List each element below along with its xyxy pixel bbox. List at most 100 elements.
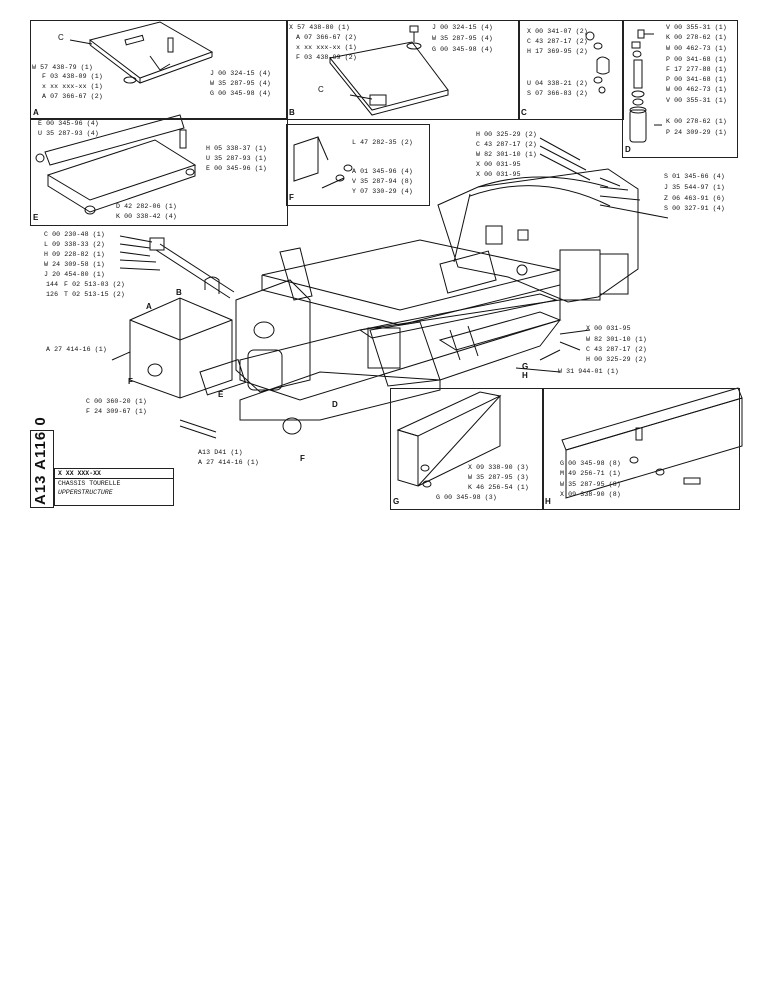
part-label: W 35 287-95 (4)	[432, 35, 493, 42]
part-label: F 02 513-03 (2)	[64, 281, 125, 288]
part-label: A 01 345-96 (4)	[352, 168, 413, 175]
callout-d: D	[332, 400, 338, 409]
part-label: M 49 256-71 (1)	[560, 470, 621, 477]
part-label: K 00 338-42 (4)	[116, 213, 177, 220]
part-label: P 00 341-68 (1)	[666, 76, 727, 83]
part-label: J 35 544-97 (1)	[664, 184, 725, 191]
part-label: G 00 345-98 (4)	[432, 46, 493, 53]
part-label: A 27 414-16 (1)	[198, 459, 259, 466]
hydraulic-tank	[129, 297, 233, 399]
part-label: V 00 355-31 (1)	[666, 97, 727, 104]
part-label: W 35 287-95 (3)	[468, 474, 529, 481]
part-label: F 24 309-67 (1)	[86, 408, 147, 415]
part-label: K 00 278-62 (1)	[666, 34, 727, 41]
sheet-code-box	[30, 430, 54, 508]
part-label: F 17 277-88 (1)	[666, 66, 727, 73]
part-label: F 03 438-09 (1)	[42, 73, 103, 80]
callout-f: F	[300, 454, 305, 463]
part-label: J 20 454-80 (1)	[44, 271, 105, 278]
panel-b-letter: B	[289, 108, 295, 117]
panel-g-letter: G	[393, 497, 400, 506]
callout-b: B	[176, 288, 182, 297]
panel-d-letter: D	[625, 145, 631, 154]
part-label: P 00 341-68 (1)	[666, 56, 727, 63]
part-label: W 82 301-10 (1)	[476, 151, 537, 158]
part-label: T 02 513-15 (2)	[64, 291, 125, 298]
part-label: W 82 301-10 (1)	[586, 336, 647, 343]
part-label: x xx xxx-xx (1)	[296, 44, 357, 51]
part-label: Z 06 463-91 (6)	[664, 195, 725, 202]
lower-frame	[239, 371, 441, 421]
part-label: C	[58, 33, 64, 42]
part-label: U 35 287-93 (4)	[38, 130, 99, 137]
part-label: 126	[46, 291, 59, 298]
callout-e: E	[218, 390, 224, 399]
part-label: X 00 031-95	[476, 161, 521, 168]
part-label: E 00 345-96 (1)	[206, 165, 267, 172]
boom-support	[235, 279, 311, 393]
part-label: P 24 309-29 (1)	[666, 129, 727, 136]
panel-h	[542, 388, 740, 510]
panel-h-letter: H	[545, 497, 551, 506]
part-label: X 00 031-95	[586, 325, 631, 332]
part-label: H 00 325-29 (2)	[476, 131, 537, 138]
panel-e-letter: E	[33, 213, 39, 222]
part-label: V 00 355-31 (1)	[666, 24, 727, 31]
part-label: G 00 345-98 (4)	[210, 90, 271, 97]
part-label: W 57 438-79 (1)	[32, 64, 93, 71]
panel-c-letter: C	[521, 108, 527, 117]
part-label: U 04 338-21 (2)	[527, 80, 588, 87]
panel-a	[30, 20, 288, 120]
part-label: W 24 309-58 (1)	[44, 261, 105, 268]
panel-g	[390, 388, 544, 510]
title-en: UPPERSTRUCTURE	[58, 489, 113, 496]
part-label: H 00 325-29 (2)	[586, 356, 647, 363]
part-label: U 35 287-93 (1)	[206, 155, 267, 162]
callout-g: G	[522, 362, 529, 371]
part-label: X 09 338-90 (8)	[560, 491, 621, 498]
title-block: X XX XXX-XX CHASSIS TOURELLE UPPERSTRUCT…	[54, 468, 174, 506]
part-label: G 00 345-98 (8)	[560, 460, 621, 467]
part-label: W 31 944-01 (1)	[558, 368, 619, 375]
part-label: A 07 366-67 (2)	[296, 34, 357, 41]
part-label: W 35 287-95 (8)	[560, 481, 621, 488]
part-label: L 09 338-33 (2)	[44, 241, 105, 248]
part-label: x xx xxx-xx (1)	[42, 83, 103, 90]
part-label: H 05 338-37 (1)	[206, 145, 267, 152]
panel-f	[286, 124, 430, 206]
panel-c	[518, 20, 624, 120]
part-label: K 46 256-54 (1)	[468, 484, 529, 491]
part-label: C	[318, 85, 324, 94]
sheet-code: A13 A116 0	[32, 416, 49, 505]
part-label: W 00 462-73 (1)	[666, 45, 727, 52]
part-label: J 00 324-15 (4)	[210, 70, 271, 77]
part-label: X 00 341-07 (2)	[527, 28, 588, 35]
part-label: 144	[46, 281, 59, 288]
callout-a: A	[146, 302, 152, 311]
part-label: A13 D41 (1)	[198, 449, 243, 456]
callout-f: F	[128, 377, 133, 386]
part-label: X 57 438-80 (1)	[289, 24, 350, 31]
counterweight	[437, 168, 639, 303]
panel-b	[286, 20, 520, 120]
part-label: C 43 287-17 (2)	[586, 346, 647, 353]
part-label: C 43 287-17 (2)	[476, 141, 537, 148]
part-label: W 35 287-95 (4)	[210, 80, 271, 87]
part-label: C 43 287-17 (2)	[527, 38, 588, 45]
part-label: X 09 338-90 (3)	[468, 464, 529, 471]
part-label: S 00 327-91 (4)	[664, 205, 725, 212]
part-label: C 00 230-48 (1)	[44, 231, 105, 238]
part-label: X 00 031-95	[476, 171, 521, 178]
panel-d	[622, 20, 738, 158]
part-label: L 47 282-35 (2)	[352, 139, 413, 146]
part-label: C 00 360-20 (1)	[86, 398, 147, 405]
part-label: S 01 345-66 (4)	[664, 173, 725, 180]
part-label: A 27 414-16 (1)	[46, 346, 107, 353]
callout-h: H	[522, 371, 528, 380]
part-label: W 00 462-73 (1)	[666, 86, 727, 93]
part-label: H 17 369-95 (2)	[527, 48, 588, 55]
title-fr: CHASSIS TOURELLE	[58, 480, 121, 487]
part-label: D 42 282-06 (1)	[116, 203, 177, 210]
